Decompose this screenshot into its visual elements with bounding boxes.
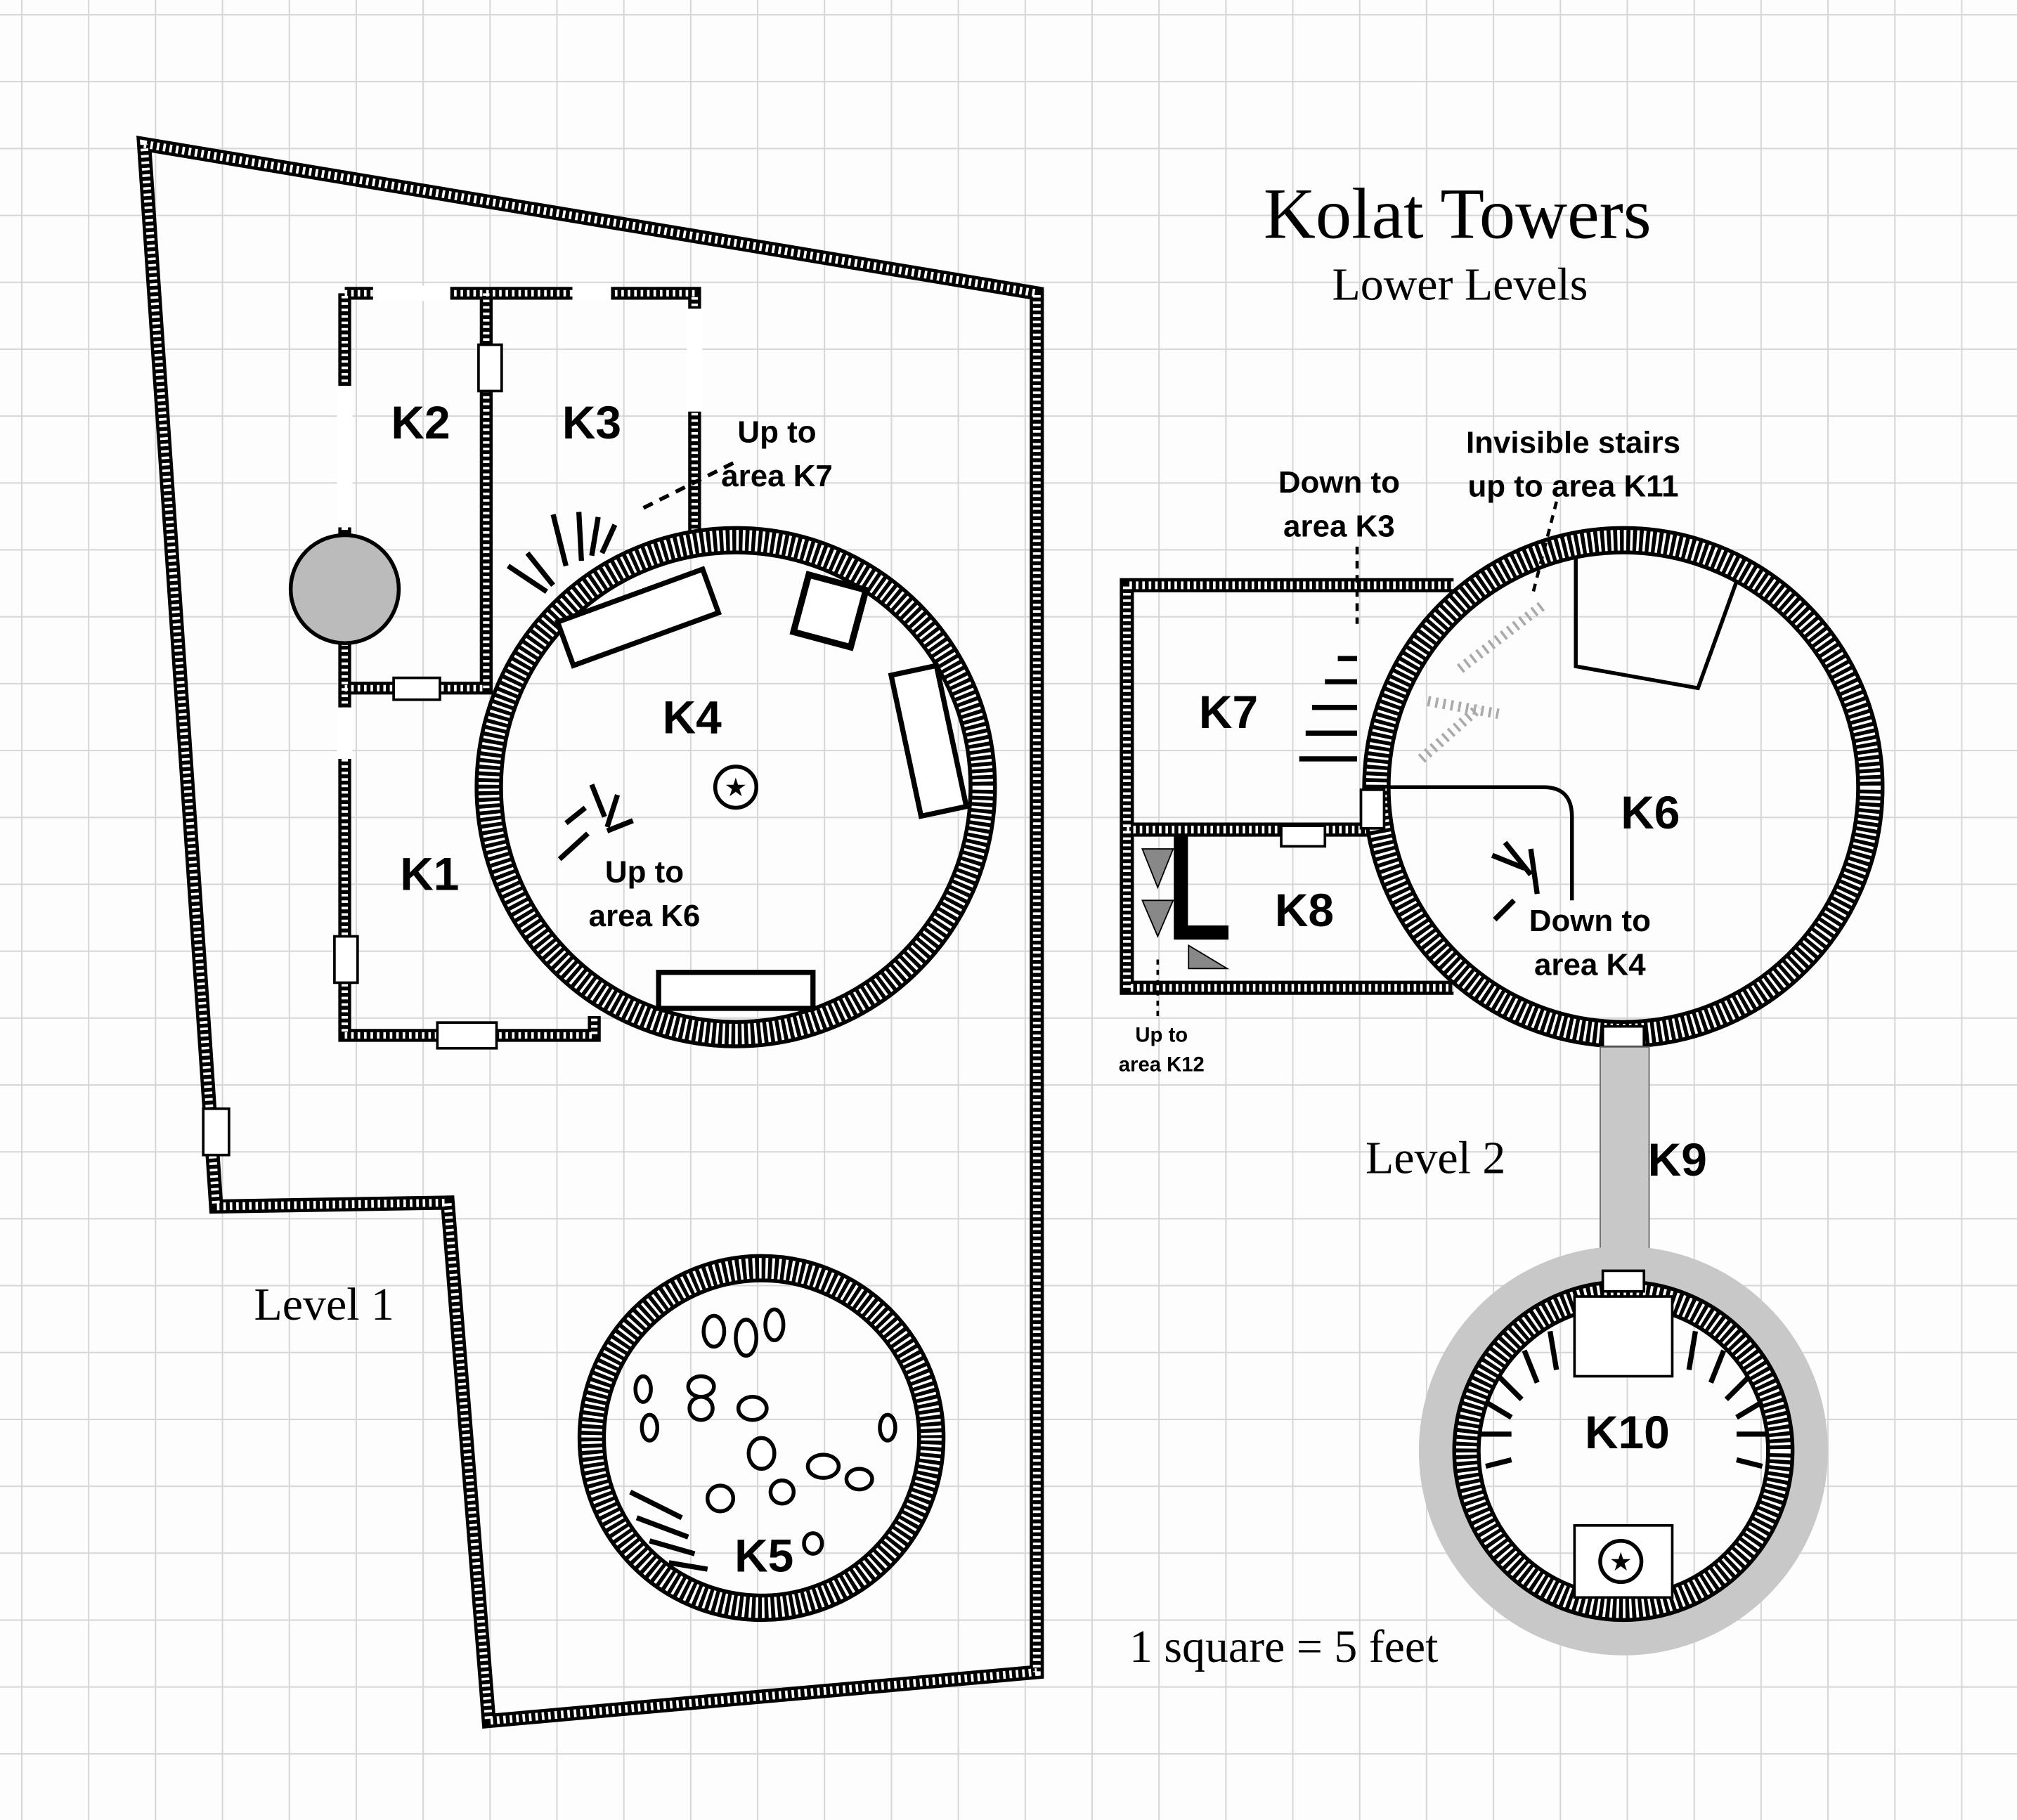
area-label-k3: K3 (562, 396, 621, 448)
door (202, 1107, 231, 1157)
note-k4-up: area K6 (589, 899, 701, 933)
stairs-icon (1491, 840, 1540, 922)
level1-rooms (288, 285, 703, 1050)
star-icon: ★ (1609, 1547, 1633, 1576)
door (436, 1021, 498, 1050)
door (1601, 1269, 1646, 1293)
table (888, 662, 970, 819)
area-label-k5: K5 (734, 1530, 793, 1582)
k9-bridge (1600, 1046, 1650, 1274)
window (572, 285, 611, 301)
door (1280, 824, 1327, 848)
arrow-icon (1531, 501, 1558, 592)
note-invisible-stairs: up to area K11 (1467, 469, 1678, 504)
area-label-k8: K8 (1275, 884, 1334, 936)
area-label-k7: K7 (1199, 686, 1258, 738)
pentagram-icon (1598, 1539, 1644, 1585)
k5-tower (577, 1254, 946, 1623)
table (656, 970, 816, 1011)
turret (288, 533, 401, 645)
area-label-k10: K10 (1585, 1406, 1670, 1458)
window (337, 707, 353, 759)
note-k7-down: Down to (1278, 465, 1400, 500)
window (372, 285, 450, 301)
door (333, 935, 359, 984)
window (337, 386, 353, 528)
note-k8-up: area K12 (1119, 1053, 1205, 1077)
area-label-k6: K6 (1621, 786, 1680, 838)
area-label-k4: K4 (663, 691, 722, 743)
level2-label: Level 2 (1366, 1132, 1505, 1183)
note-k3-up: area K7 (721, 459, 833, 493)
stairs-icon (1141, 848, 1230, 970)
star-icon: ★ (725, 773, 748, 802)
stairs-icon (557, 784, 634, 862)
k7-k8-rooms (1120, 546, 1454, 1017)
stairs-icon (506, 512, 618, 594)
level1-label: Level 1 (254, 1279, 394, 1330)
pentagram-icon (713, 765, 758, 810)
alcove (1573, 1295, 1674, 1378)
door (1601, 1025, 1646, 1048)
note-invisible-stairs: Invisible stairs (1466, 425, 1680, 460)
area-label-k1: K1 (400, 848, 459, 900)
map-subtitle: Lower Levels (1332, 259, 1588, 310)
note-k6-down: Down to (1529, 904, 1651, 938)
scale-note: 1 square = 5 feet (1129, 1621, 1439, 1672)
map-title: Kolat Towers (1264, 175, 1652, 254)
rubble (633, 1307, 897, 1556)
k6-tower (1359, 501, 1885, 1048)
k4-tower: ★ (474, 461, 997, 1048)
door (1359, 788, 1386, 830)
door (392, 676, 441, 701)
k10-tower: ★ (1418, 1246, 1828, 1656)
stairs-icon (1479, 1330, 1559, 1469)
note-k3-up: Up to (737, 415, 816, 450)
note-k8-up: Up to (1135, 1024, 1188, 1047)
area-label-k2: K2 (391, 396, 450, 448)
chest (789, 571, 870, 651)
area-label-k9: K9 (1648, 1133, 1707, 1185)
invisible-stairs-icon (1418, 600, 1547, 763)
level1-outer-wall (136, 135, 1044, 1729)
note-k4-up: Up to (605, 855, 684, 890)
note-k7-down: area K3 (1283, 509, 1395, 543)
note-k6-down: area K4 (1534, 947, 1646, 982)
stairs-icon (629, 1489, 708, 1572)
table (554, 566, 722, 669)
stairs-icon (1686, 1330, 1769, 1469)
stairs-icon (1299, 656, 1358, 762)
window (687, 308, 703, 412)
door (477, 343, 503, 393)
